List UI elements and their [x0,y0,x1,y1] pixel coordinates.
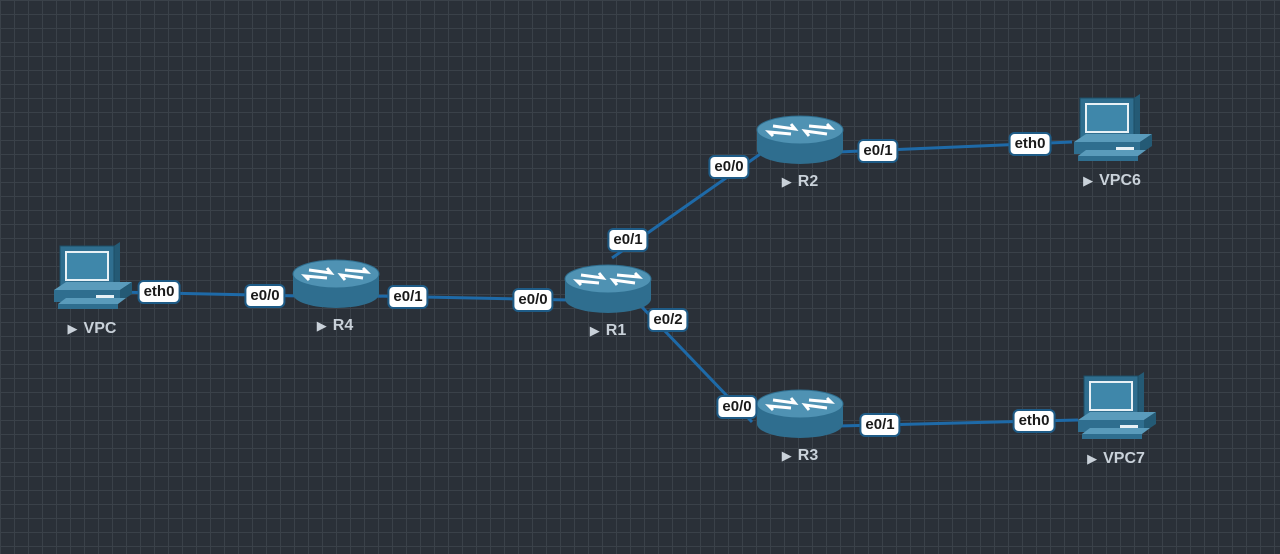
node-label-r2: ▶ R2 [782,173,818,191]
play-icon[interactable]: ▶ [67,321,78,336]
play-icon[interactable]: ▶ [589,323,600,338]
play-icon[interactable]: ▶ [781,174,792,189]
play-icon[interactable]: ▶ [316,318,327,333]
node-vpc7[interactable] [1072,370,1158,442]
node-r3[interactable] [755,386,845,442]
play-icon[interactable]: ▶ [1083,173,1094,188]
port-label-vpc-eth0[interactable]: eth0 [137,280,181,304]
node-r4[interactable] [291,256,381,312]
node-name: R1 [605,322,627,339]
router-icon [564,264,652,313]
port-label-r2-e00[interactable]: e0/0 [708,155,750,179]
router-icon [292,259,380,308]
pc-icon [54,242,132,309]
node-label-r4: ▶ R4 [317,317,353,335]
node-label-vpc6: ▶ VPC6 [1083,172,1141,190]
port-label-r4-e01[interactable]: e0/1 [387,285,429,309]
port-label-r3-e00[interactable]: e0/0 [716,395,758,419]
node-name: R3 [797,447,819,464]
play-icon[interactable]: ▶ [1087,451,1098,466]
port-label-r1-e02[interactable]: e0/2 [647,308,689,332]
pc-icon [1074,94,1152,161]
port-label-r3-e01[interactable]: e0/1 [859,413,901,437]
pc-icon [1078,372,1156,439]
node-r1[interactable] [563,261,653,317]
port-label-r1-e01[interactable]: e0/1 [607,228,649,252]
play-icon[interactable]: ▶ [781,448,792,463]
port-label-vpc6-eth0[interactable]: eth0 [1008,132,1052,156]
router-icon [756,389,844,438]
port-label-vpc7-eth0[interactable]: eth0 [1012,409,1056,433]
port-label-r1-e00[interactable]: e0/0 [512,288,554,312]
node-name: R2 [797,173,819,190]
node-label-vpc7: ▶ VPC7 [1087,450,1145,468]
port-label-r4-e00[interactable]: e0/0 [244,284,286,308]
node-label-r3: ▶ R3 [782,447,818,465]
node-vpc6[interactable] [1068,92,1154,164]
node-name: VPC7 [1103,450,1145,467]
port-label-r2-e01[interactable]: e0/1 [857,139,899,163]
router-icon [756,115,844,164]
node-name: VPC6 [1099,172,1141,189]
node-name: R4 [332,317,354,334]
node-label-vpc: ▶ VPC [68,320,117,338]
node-name: VPC [83,320,117,337]
node-r2[interactable] [755,112,845,168]
node-vpc[interactable] [48,240,134,312]
node-label-r1: ▶ R1 [590,322,626,340]
